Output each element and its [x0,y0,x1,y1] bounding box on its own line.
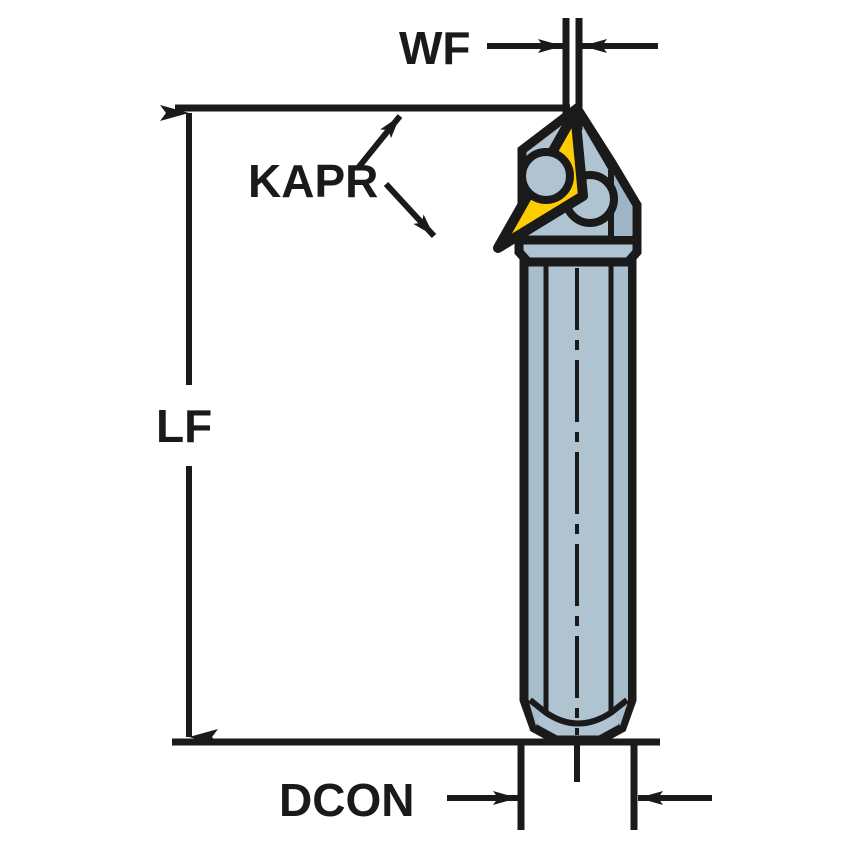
shank-right-facet [612,264,628,726]
shank-left-facet [529,264,545,726]
kapr-leader-lower [383,181,437,239]
tool-head-right-facet [578,112,632,236]
shank-bottom-chamfer [528,697,629,727]
kapr-label: KAPR [248,155,378,207]
wf-label: WF [399,22,471,74]
dimension-dcon: DCON [279,742,712,830]
tool-body-group [493,101,642,745]
dimension-kapr: KAPR [248,114,437,239]
kapr-leader-upper [355,114,403,170]
lf-label: LF [156,400,212,452]
tool-head-seat-line [575,110,615,172]
insert-hole [518,148,574,204]
dimension-wf: WF [399,18,658,130]
dcon-label: DCON [279,774,414,826]
